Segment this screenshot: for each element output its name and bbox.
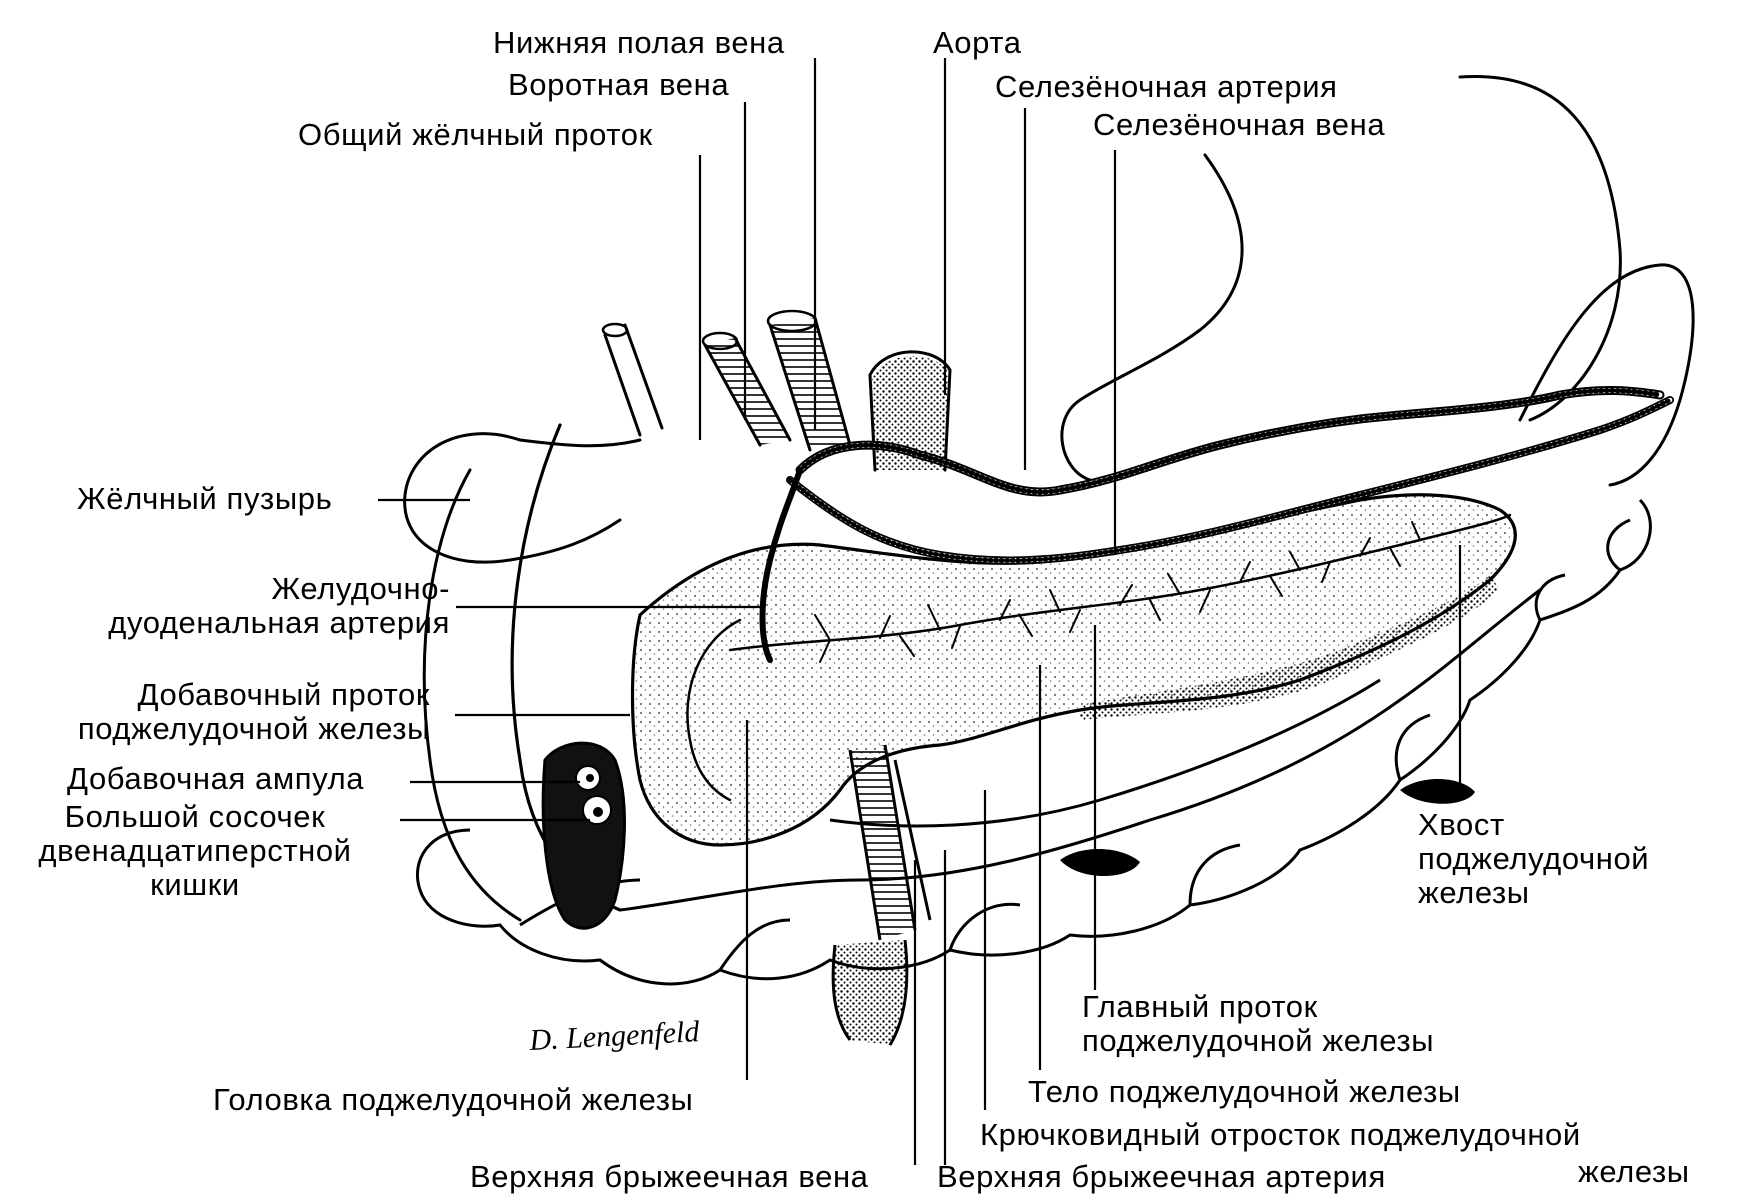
duodenum-window — [541, 741, 626, 930]
label-gallbladder: Жёлчный пузырь — [77, 481, 333, 516]
gallbladder — [403, 432, 622, 564]
label-ivc: Нижняя полая вена — [493, 25, 785, 60]
label-aorta: Аорта — [933, 25, 1022, 60]
label-uncinate-cont: железы — [1578, 1154, 1690, 1189]
label-head: Головка поджелудочной железы — [213, 1082, 694, 1117]
label-portal-vein: Воротная вена — [508, 67, 730, 102]
label-splenic-vein: Селезёночная вена — [1093, 107, 1386, 142]
label-accessory-ampulla: Добавочная ампула — [67, 761, 365, 796]
label-sm-vein: Верхняя брыжеечная вена — [470, 1159, 869, 1194]
spleen-outline — [1518, 263, 1695, 487]
label-body: Тело поджелудочной железы — [1028, 1074, 1461, 1109]
label-common-bile-duct: Общий жёлчный проток — [298, 117, 653, 152]
jejunum-loops — [415, 498, 1652, 986]
gastroduodenal-artery — [759, 467, 803, 663]
label-accessory-duct: Добавочный проток поджелудочной железы — [77, 677, 430, 746]
label-main-duct: Главный проток поджелудочной железы — [1082, 989, 1435, 1058]
label-splenic-artery: Селезёночная артерия — [995, 69, 1338, 104]
label-uncinate: Крючковидный отросток поджелудочной — [980, 1117, 1581, 1152]
label-sm-artery: Верхняя брыжеечная артерия — [937, 1159, 1386, 1194]
label-tail: Хвост поджелудочной железы — [1418, 807, 1650, 910]
artist-signature: D. Lengenfeld — [528, 1015, 701, 1057]
stomach-outline — [1458, 74, 1622, 422]
label-major-papilla: Большой сосочек двенадцатиперстной кишки — [38, 799, 352, 902]
label-gastroduodenal-artery: Желудочно- дуоденальная артерия — [108, 571, 450, 640]
